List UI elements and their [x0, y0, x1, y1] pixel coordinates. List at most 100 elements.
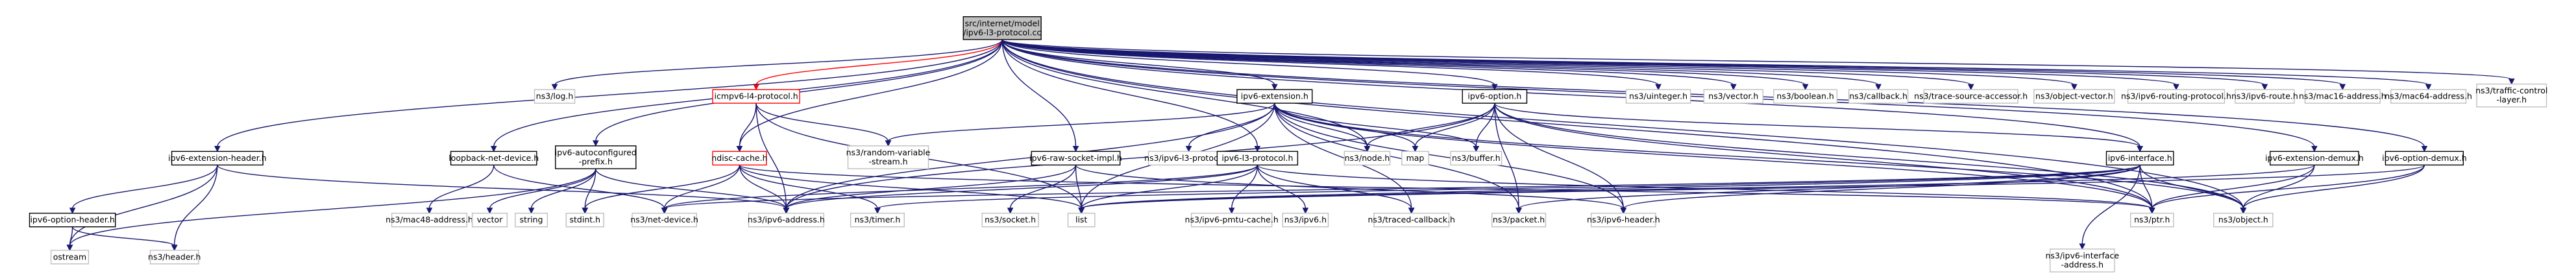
node-route: ns3/ipv6-route.h [2231, 89, 2298, 104]
node-label-icmpv6l4: icmpv6-l4-protocol.h [714, 91, 798, 101]
arrowhead-root-to-mac16 [2339, 84, 2346, 91]
arrowhead-iface-to-ifaceaddr [2079, 243, 2086, 250]
edge-rawsock-to-socket [1009, 165, 1077, 209]
arrowhead-root-to-icmpv6l4 [753, 84, 759, 91]
arrowhead-rawsock-to-socket [1007, 208, 1014, 214]
node-box-routing [2127, 89, 2226, 104]
edge-iface-to-list [1081, 164, 2141, 209]
node-box-extdemux [2269, 150, 2359, 166]
node-label-traced: ns3/traced-callback.h [1368, 215, 1454, 224]
edge-root-to-uinteger [1001, 39, 1659, 86]
node-root[interactable]: src/internet/model/ipv6-l3-protocol.cc [963, 16, 1042, 40]
arrowhead-opthdr-to-header [171, 245, 178, 252]
node-ipv6opt[interactable]: ipv6-option.h [1462, 89, 1528, 104]
node-vector: vector [471, 213, 508, 228]
node-string: string [515, 213, 548, 228]
node-label-root: /ipv6-l3-protocol.cc [963, 27, 1041, 37]
node-ipv6hdr: ns3/ipv6-header.h [1587, 213, 1660, 228]
node-autoconf[interactable]: ipv6-autoconfigured-prefix.h [555, 145, 637, 169]
node-box-ostream [50, 250, 90, 265]
node-label-object: ns3/object.h [2218, 215, 2268, 224]
edge-optdemux-to-ptr [2152, 165, 2425, 209]
arrowhead-root-to-ipv6ext [1271, 84, 1278, 91]
node-label-routing: ns3/ipv6-routing-protocol.h [2121, 91, 2231, 101]
node-box-mac16 [2304, 89, 2381, 104]
arrowhead-root-to-rawsock [1072, 145, 1079, 152]
node-label-pmtu: ns3/ipv6-pmtu-cache.h [1185, 215, 1279, 224]
arrowhead-ipv6ext-to-ipv6l3h [1185, 145, 1192, 152]
arrowhead-optdemux-to-object [2240, 208, 2247, 214]
node-label-iface: ipv6-interface.h [2108, 153, 2172, 163]
edge-ipv6opt-to-map [1414, 103, 1495, 147]
edge-root-to-objvector [1001, 39, 2075, 86]
node-label-packet: ns3/packet.h [1493, 215, 1545, 224]
node-box-l3proto [1216, 150, 1299, 166]
node-box-ifaceaddr [2049, 248, 2115, 272]
edge-root-to-iface [1001, 39, 2141, 147]
node-box-uinteger [1625, 89, 1691, 104]
edge-autoconf-to-vector [489, 169, 596, 209]
node-tclayer: ns3/traffic-control-layer.h [2475, 83, 2547, 108]
node-mac16: ns3/mac16-address.h [2299, 89, 2386, 104]
edge-ipv6opt-to-object [1494, 103, 2244, 209]
node-box-boolean [1773, 89, 1838, 104]
node-loopback[interactable]: loopback-net-device.h [448, 150, 539, 166]
arrowhead-root-to-mac64 [2425, 84, 2432, 91]
node-box-ipv6h [1282, 213, 1329, 228]
edge-root-to-rawsock [1001, 39, 1077, 147]
node-box-ndisc [712, 150, 767, 166]
node-ifaceaddr: ns3/ipv6-interface-address.h [2045, 248, 2119, 272]
edge-ipv6ext-to-randvar [887, 102, 1275, 142]
node-label-string: string [520, 215, 543, 224]
node-label-route: ns3/ipv6-route.h [2231, 91, 2298, 101]
edge-optdemux-to-object [2242, 165, 2425, 209]
arrowhead-ipv6opt-to-map [1412, 145, 1419, 152]
node-box-timer [850, 213, 905, 228]
arrowhead-root-to-autoconf [593, 140, 599, 147]
node-box-log [534, 89, 576, 104]
node-optdemux[interactable]: ipv6-option-demux.h [2382, 150, 2467, 166]
edge-root-to-exthdr [217, 39, 1003, 147]
node-box-tclayer [2476, 83, 2547, 108]
node-opthdr[interactable]: ipv6-option-header.h [29, 213, 116, 228]
node-label-tclayer: ns3/traffic-control [2475, 86, 2547, 95]
node-label-map: map [1406, 153, 1425, 163]
node-label-objvector: ns3/object-vector.h [2035, 91, 2113, 101]
arrowhead-root-to-tclayer [2508, 78, 2515, 85]
node-label-log: ns3/log.h [536, 91, 574, 101]
node-label-mac48: ns3/mac48-address.h [386, 215, 473, 224]
node-label-timer: ns3/timer.h [855, 215, 901, 224]
node-icmpv6l4[interactable]: icmpv6-l4-protocol.h [712, 89, 800, 104]
node-box-ipv6ext [1236, 89, 1313, 104]
node-netdev: ns3/net-device.h [630, 213, 698, 228]
edge-autoconf-to-ipv6addr [595, 168, 787, 209]
node-mac48: ns3/mac48-address.h [386, 213, 473, 228]
node-ostream: ostream [50, 250, 90, 265]
edge-autoconf-to-ostream [69, 169, 596, 246]
node-label-optdemux: ipv6-option-demux.h [2382, 153, 2467, 163]
node-exthdr[interactable]: ipv6-extension-header.h [168, 150, 267, 166]
edge-root-to-tclayer [1001, 39, 2512, 80]
node-rawsock[interactable]: ipv6-raw-socket-impl.h [1029, 150, 1122, 166]
node-box-optdemux [2385, 150, 2464, 166]
arrowhead-autoconf-to-ostream [66, 245, 73, 252]
node-label-netdev: ns3/net-device.h [630, 215, 698, 224]
edge-loopback-to-netdev [493, 165, 665, 209]
node-ipv6ext[interactable]: ipv6-extension.h [1236, 89, 1313, 104]
node-box-stdint [565, 213, 604, 228]
arrowhead-root-to-trace [1967, 84, 1974, 91]
node-extdemux[interactable]: ipv6-extension-demux.h [2265, 150, 2364, 166]
node-uinteger: ns3/uinteger.h [1625, 89, 1691, 104]
node-ndisc[interactable]: ndisc-cache.h [711, 150, 768, 166]
node-label-ipv6opt: ipv6-option.h [1467, 91, 1521, 101]
arrowhead-icmpv6l4-to-ndisc [736, 145, 743, 152]
edge-root-to-object [1001, 39, 2244, 209]
node-iface[interactable]: ipv6-interface.h [2105, 150, 2174, 166]
node-box-packet [1491, 213, 1547, 228]
node-label-vector: vector [477, 215, 504, 224]
node-l3proto[interactable]: ipv6-l3-protocol.h [1216, 150, 1299, 166]
edge-autoconf-to-stdint [584, 169, 596, 209]
arrowhead-iface-to-ipv6hdr [1620, 208, 1627, 214]
arrowhead-root-to-boolean [1802, 84, 1809, 91]
node-box-buffer [1450, 150, 1503, 166]
